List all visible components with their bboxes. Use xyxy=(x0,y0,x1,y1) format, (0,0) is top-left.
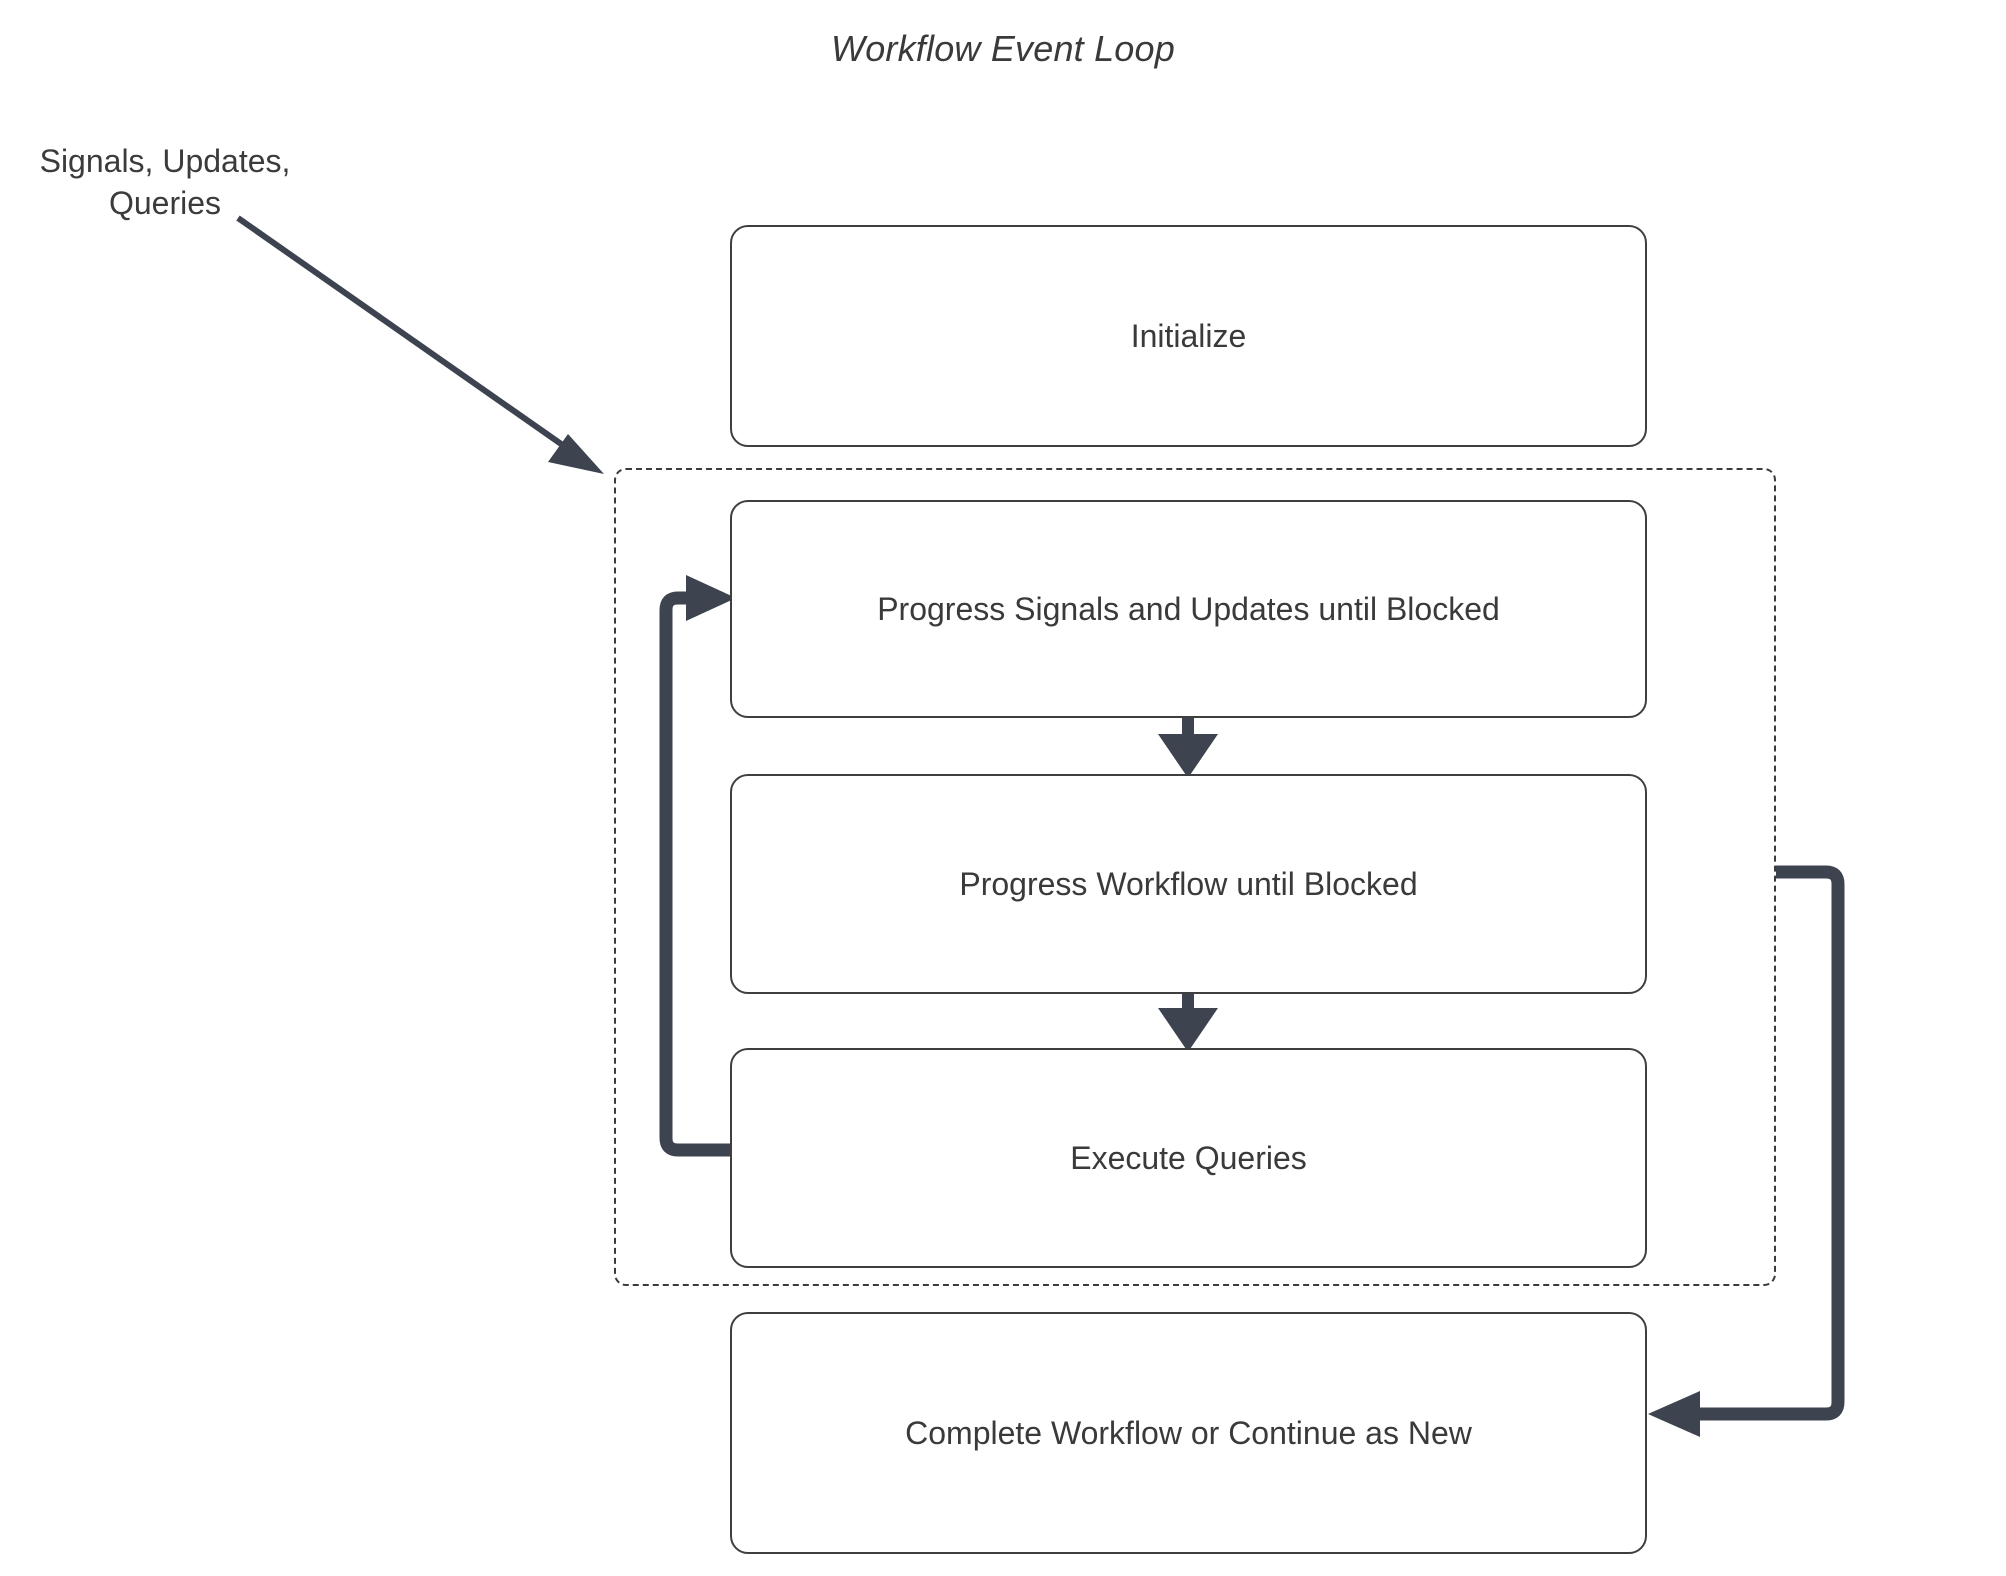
node-execute-queries[interactable]: Execute Queries xyxy=(730,1048,1647,1268)
node-progress-workflow-until-blocked[interactable]: Progress Workflow until Blocked xyxy=(730,774,1647,994)
node-complete-workflow-or-continue-as-new[interactable]: Complete Workflow or Continue as New xyxy=(730,1312,1647,1554)
page-title: Workflow Event Loop xyxy=(831,28,1175,69)
external-input-label: Signals, Updates, Queries xyxy=(39,143,291,221)
node-progress-signals-and-updates-until-blocked[interactable]: Progress Signals and Updates until Block… xyxy=(730,500,1647,718)
edge-input-arrow xyxy=(236,215,604,474)
loop-group-container xyxy=(614,468,1776,1286)
node-initialize[interactable]: Initialize xyxy=(730,225,1647,447)
